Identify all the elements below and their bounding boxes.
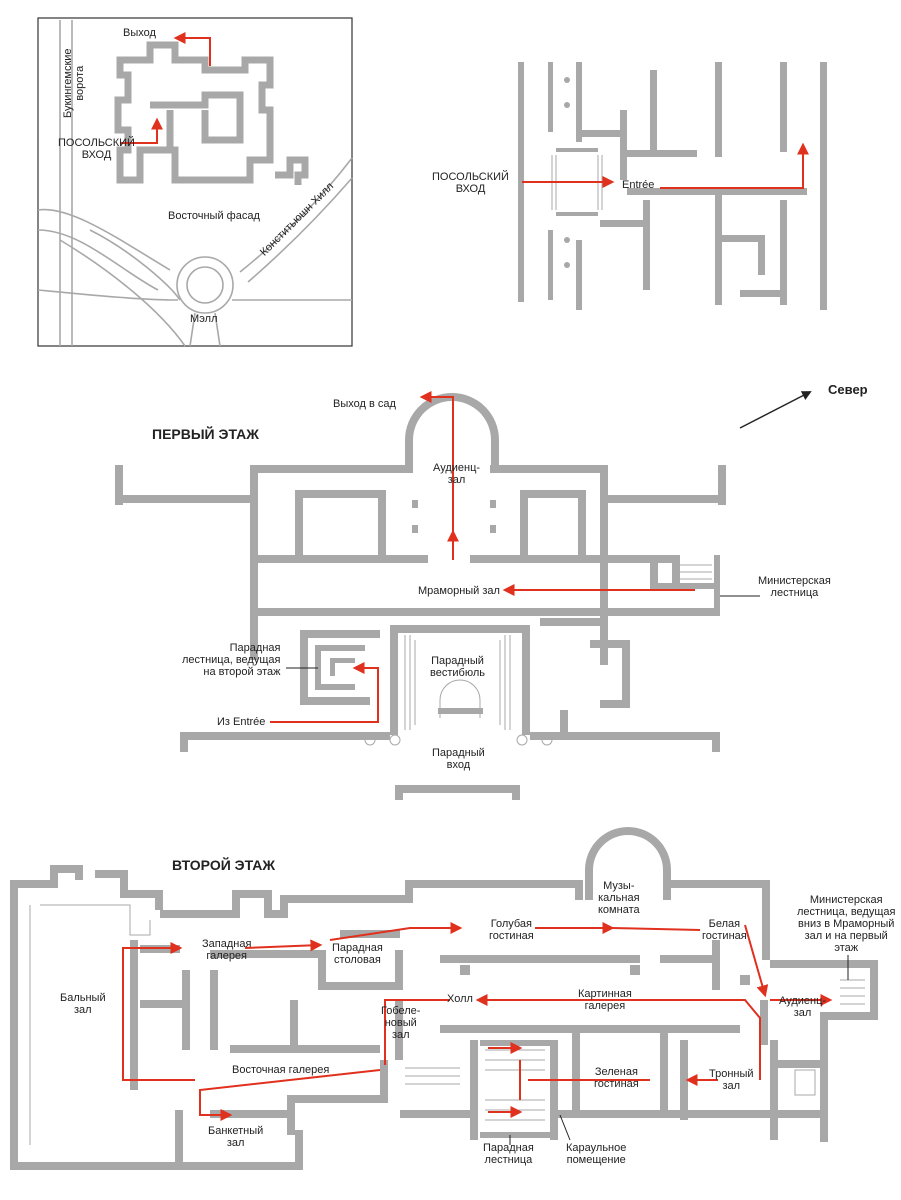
ground-floor-heading: ПЕРВЫЙ ЭТАЖ	[152, 426, 259, 442]
ff-music-room-label: Музы- кальная комната	[598, 880, 640, 916]
gf-from-entree-label: Из Entrée	[217, 716, 266, 728]
gf-grand-entrance-label: Парадный вход	[432, 747, 485, 771]
gf-audience-hall-label: Аудиенц- зал	[433, 462, 481, 486]
ff-audience-room-label: Аудиенц- зал	[779, 995, 827, 1019]
ff-blue-drawing-label: Голубая гостиная	[489, 918, 534, 942]
gf-grand-stair-label: Парадная лестница, ведущая на второй эта…	[182, 642, 281, 678]
site-map	[37, 17, 353, 347]
site-mall-label: Мэлл	[190, 313, 218, 325]
ff-tapestry-room-label: Гобеле- новый зал	[381, 1005, 421, 1041]
ff-west-gallery-label: Западная галерея	[202, 938, 252, 962]
ff-grand-staircase-label: Парадная лестница	[483, 1142, 534, 1166]
ground-floor-plan	[115, 393, 726, 800]
ff-banquet-hall-label: Банкетный зал	[208, 1125, 264, 1149]
ff-green-drawing-label: Зеленая гостиная	[594, 1066, 639, 1090]
gf-exit-garden-label: Выход в сад	[333, 398, 396, 410]
gf-ministers-stair-label: Министерская лестница	[758, 575, 831, 599]
ff-guard-room-label: Караульное помещение	[566, 1142, 627, 1166]
site-exit-label: Выход	[123, 27, 156, 39]
ff-throne-room-label: Тронный зал	[709, 1068, 754, 1092]
ff-hall-label: Холл	[447, 993, 473, 1005]
first-floor-heading: ВТОРОЙ ЭТАЖ	[172, 857, 276, 873]
ff-state-dining-label: Парадная столовая	[332, 942, 383, 966]
ff-ballroom-label: Бальный зал	[60, 992, 106, 1016]
gf-grand-hall-label: Парадный вестибюль	[430, 655, 485, 679]
north-arrow-icon	[739, 391, 812, 429]
ff-white-drawing-label: Белая гостиная	[702, 918, 747, 942]
north-label: Север	[828, 382, 868, 397]
ff-picture-gallery-label: Картинная галерея	[578, 988, 632, 1012]
entree-map	[518, 62, 827, 310]
site-east-front-label: Восточный фасад	[168, 210, 260, 222]
first-floor-plan	[10, 827, 878, 1170]
gf-marble-hall-label: Мраморный зал	[418, 585, 500, 597]
entree-ambassadors-entrance-label: ПОСОЛЬСКИЙ ВХОД	[432, 171, 509, 195]
site-buckingham-gate-label: Букингемские ворота	[62, 48, 86, 118]
ff-ministers-stair-label: Министерская лестница, ведущая вниз в Мр…	[797, 894, 896, 954]
site-ambassadors-entrance-label: ПОСОЛЬСКИЙ ВХОД	[58, 137, 135, 161]
entree-label: Entrée	[622, 179, 655, 191]
ff-east-gallery-label: Восточная галерея	[232, 1064, 330, 1076]
